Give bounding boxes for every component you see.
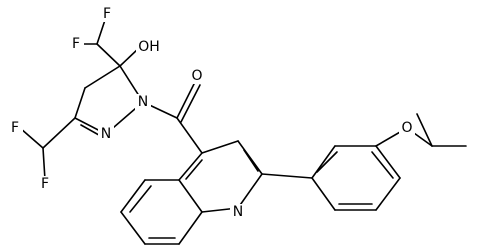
carbonyl-oxygen-label: O — [189, 68, 205, 84]
bond-lines — [19, 13, 467, 245]
svg-text:N: N — [101, 126, 111, 142]
svg-text:N: N — [233, 204, 243, 220]
quinoline-nitrogen-label: N — [230, 204, 246, 220]
fluorine-atom-label: F — [38, 176, 53, 192]
pyrazoline-nitrogen-label: N — [135, 94, 151, 110]
atom-labels: F F OH O N N F F — [8, 6, 415, 220]
svg-text:O: O — [191, 68, 202, 84]
fluorine-atom-label: F — [100, 6, 115, 22]
ether-oxygen-label: O — [399, 120, 415, 136]
svg-text:F: F — [72, 36, 80, 52]
fluorine-atom-label: F — [69, 36, 84, 52]
svg-text:OH: OH — [138, 39, 160, 55]
svg-text:F: F — [11, 120, 19, 136]
svg-text:F: F — [103, 6, 111, 22]
svg-text:N: N — [138, 94, 148, 110]
pyrazoline-nitrogen-label: N — [98, 126, 114, 142]
fluorine-atom-label: F — [8, 120, 23, 136]
svg-text:O: O — [401, 120, 412, 136]
svg-text:F: F — [41, 176, 49, 192]
hydroxyl-group-label: OH — [136, 39, 162, 55]
